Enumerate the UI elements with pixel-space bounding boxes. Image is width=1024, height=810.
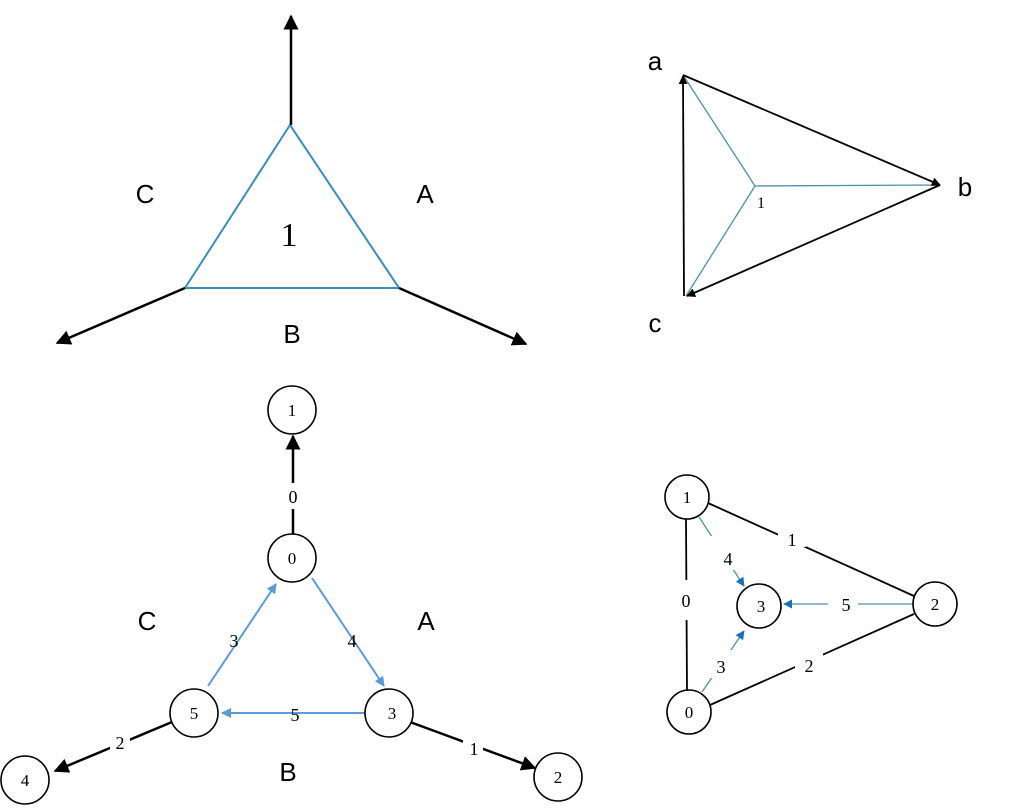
svg-text:2: 2 xyxy=(931,595,940,614)
node-2: 2 xyxy=(912,581,958,627)
edge-label-2: 2 xyxy=(116,733,125,753)
node-1: 1 xyxy=(664,474,710,520)
edge-b-c xyxy=(686,184,941,297)
svg-text:3: 3 xyxy=(388,704,397,723)
node-3: 3 xyxy=(364,688,414,738)
edge-3 xyxy=(207,583,277,687)
edge-label-0: 0 xyxy=(289,487,298,507)
edge-label-1: 1 xyxy=(470,739,479,759)
edge-c-a xyxy=(678,75,688,297)
spoke-b xyxy=(754,184,941,187)
edge-1 xyxy=(707,502,915,597)
edge-label-3: 3 xyxy=(230,631,239,651)
panel-bottom-left: 0 4 3 5 2 1 1 0 5 3 4 2 C A B xyxy=(0,385,583,805)
edge-label-3: 3 xyxy=(717,657,726,677)
node-4: 4 xyxy=(0,755,50,805)
face-triangle xyxy=(183,123,401,289)
node-0: 0 xyxy=(666,689,712,735)
region-label-c: C xyxy=(138,606,157,636)
svg-text:0: 0 xyxy=(685,703,694,722)
edge-a-b xyxy=(682,74,941,186)
node-3: 3 xyxy=(736,583,782,629)
edge-label-2: 2 xyxy=(805,656,814,676)
region-label-a: A xyxy=(416,179,434,209)
center-label: 1 xyxy=(757,195,765,212)
edge-label-5: 5 xyxy=(291,705,300,725)
panel-top-left: 1 C A B xyxy=(55,14,528,349)
node-1: 1 xyxy=(267,385,317,435)
edge-label-0: 0 xyxy=(682,591,691,611)
node-2: 2 xyxy=(533,752,583,802)
spoke-c xyxy=(685,185,756,297)
svg-text:2: 2 xyxy=(554,768,563,787)
vertex-label-c: c xyxy=(649,308,662,338)
svg-text:1: 1 xyxy=(288,401,297,420)
svg-text:5: 5 xyxy=(190,704,199,723)
region-label-a: A xyxy=(417,606,435,636)
edge-label-1: 1 xyxy=(788,530,797,550)
edge-label-4: 4 xyxy=(348,631,357,651)
region-label-b: B xyxy=(283,319,300,349)
face-label: 1 xyxy=(281,217,298,254)
vertex-label-b: b xyxy=(958,172,972,202)
panel-top-right: a b c 1 xyxy=(648,46,972,338)
arrow-left xyxy=(55,286,186,345)
edge-4 xyxy=(311,577,385,687)
spoke-a xyxy=(682,74,756,187)
node-0: 0 xyxy=(267,533,317,583)
svg-text:1: 1 xyxy=(683,488,692,507)
region-label-b: B xyxy=(279,757,296,787)
edge-label-5: 5 xyxy=(842,595,851,615)
svg-text:4: 4 xyxy=(21,771,30,790)
panel-bottom-right: 0 1 2 4 5 3 1 2 0 3 xyxy=(664,474,958,735)
svg-text:0: 0 xyxy=(288,549,297,568)
region-label-c: C xyxy=(136,179,155,209)
node-5: 5 xyxy=(169,688,219,738)
edge-label-4: 4 xyxy=(724,549,733,569)
vertex-label-a: a xyxy=(648,46,663,76)
svg-text:3: 3 xyxy=(757,597,766,616)
arrow-right xyxy=(398,286,528,346)
